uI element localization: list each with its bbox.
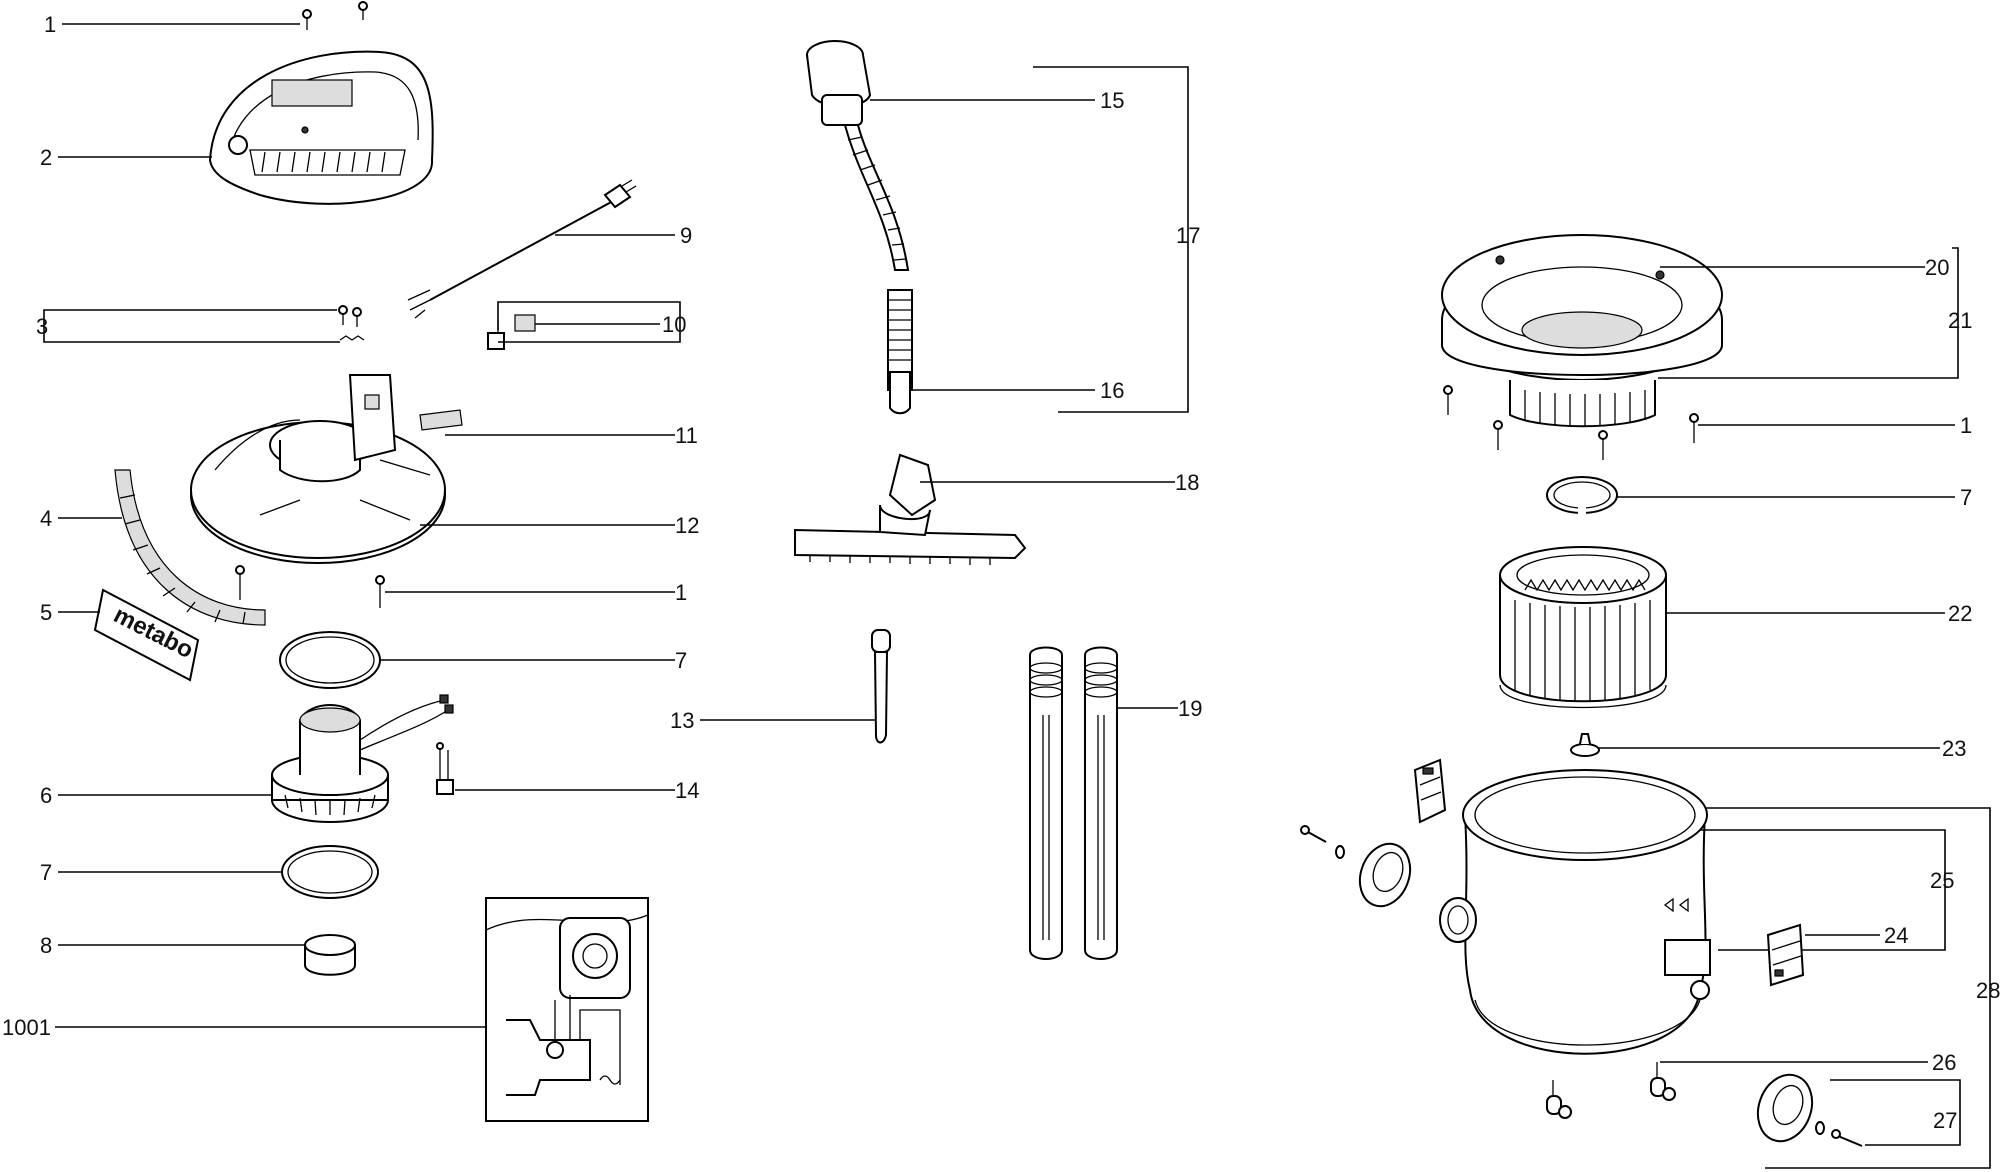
label-7-upper: 7: [675, 648, 687, 673]
brand-plate-part-5: metabo: [93, 588, 200, 682]
label-9: 9: [680, 223, 692, 248]
label-24: 24: [1884, 923, 1908, 948]
label-25: 25: [1930, 868, 1954, 893]
rating-plate-part-11: [419, 409, 463, 431]
top-cover-part-2: [208, 50, 434, 205]
label-1-top: 1: [44, 12, 56, 37]
leader-27: [1830, 1079, 1961, 1146]
label-12: 12: [675, 513, 699, 538]
filter-cartridge-part-22: [1499, 546, 1667, 709]
carbon-brush-part-14: [436, 742, 454, 795]
wheel-part-27: [1756, 1073, 1863, 1147]
screw-part-1-top: [302, 1, 368, 30]
clip-left: [1413, 758, 1447, 824]
extension-tubes-part-19: [1029, 646, 1118, 960]
label-1-mid: 1: [675, 580, 687, 605]
floor-nozzle-part-18: [794, 453, 1027, 565]
label-22: 22: [1948, 601, 1972, 626]
label-15: 15: [1100, 88, 1124, 113]
motor-part-6: [271, 694, 454, 823]
label-16: 16: [1100, 378, 1124, 403]
label-28: 28: [1976, 978, 2000, 1003]
suction-hose-part-15: [806, 40, 910, 271]
filter-housing-part-20: [1441, 234, 1723, 428]
clip-part-24: [1766, 923, 1805, 987]
label-13: 13: [670, 708, 694, 733]
leader-10: [497, 301, 681, 343]
float-part-23: [1570, 733, 1600, 757]
motor-plate-part-12: [190, 374, 446, 564]
label-27: 27: [1933, 1108, 1957, 1133]
label-17: 17: [1176, 223, 1200, 248]
label-7-lower: 7: [40, 860, 52, 885]
label-1-right: 1: [1960, 413, 1972, 438]
label-20: 20: [1925, 255, 1949, 280]
power-cord-part-9: [407, 179, 637, 319]
hose-end-part-16: [887, 289, 913, 415]
label-2: 2: [40, 145, 52, 170]
screws-part-1-right: [1443, 385, 1699, 460]
label-26: 26: [1932, 1050, 1956, 1075]
label-4: 4: [40, 506, 52, 531]
screws-part-3: [338, 305, 365, 341]
gasket-part-7-upper: [279, 631, 381, 689]
leader-28: [1705, 807, 1991, 1169]
label-23: 23: [1942, 736, 1966, 761]
label-6: 6: [40, 783, 52, 808]
clip-ring-part-7-right: [1546, 476, 1618, 515]
label-18: 18: [1175, 470, 1199, 495]
label-5: 5: [40, 600, 52, 625]
label-21: 21: [1948, 308, 1972, 333]
gasket-part-7-lower: [281, 845, 379, 899]
leader-3: [43, 309, 340, 343]
label-19: 19: [1178, 696, 1202, 721]
switch-part-10: [487, 314, 536, 350]
leader-21: [1658, 247, 1959, 379]
label-7-right: 7: [1960, 485, 1972, 510]
castor-part-26: [1546, 1062, 1676, 1119]
label-14: 14: [675, 778, 699, 803]
screws-part-1-mid: [235, 565, 385, 608]
foam-strip-part-4: [114, 469, 266, 626]
crevice-nozzle-part-13: [871, 629, 891, 744]
leader-25: [1700, 829, 1946, 951]
label-10: 10: [662, 312, 686, 337]
label-11: 11: [675, 423, 698, 448]
container-part-25: [1439, 769, 1711, 1055]
label-3: 3: [36, 314, 48, 339]
wheel-left: [1300, 825, 1412, 908]
leader-17: [1033, 66, 1189, 413]
wiring-diagram-part-1001: [485, 897, 649, 1122]
label-1001: 1001: [2, 1015, 51, 1040]
cap-part-8: [304, 934, 356, 976]
label-8: 8: [40, 933, 52, 958]
